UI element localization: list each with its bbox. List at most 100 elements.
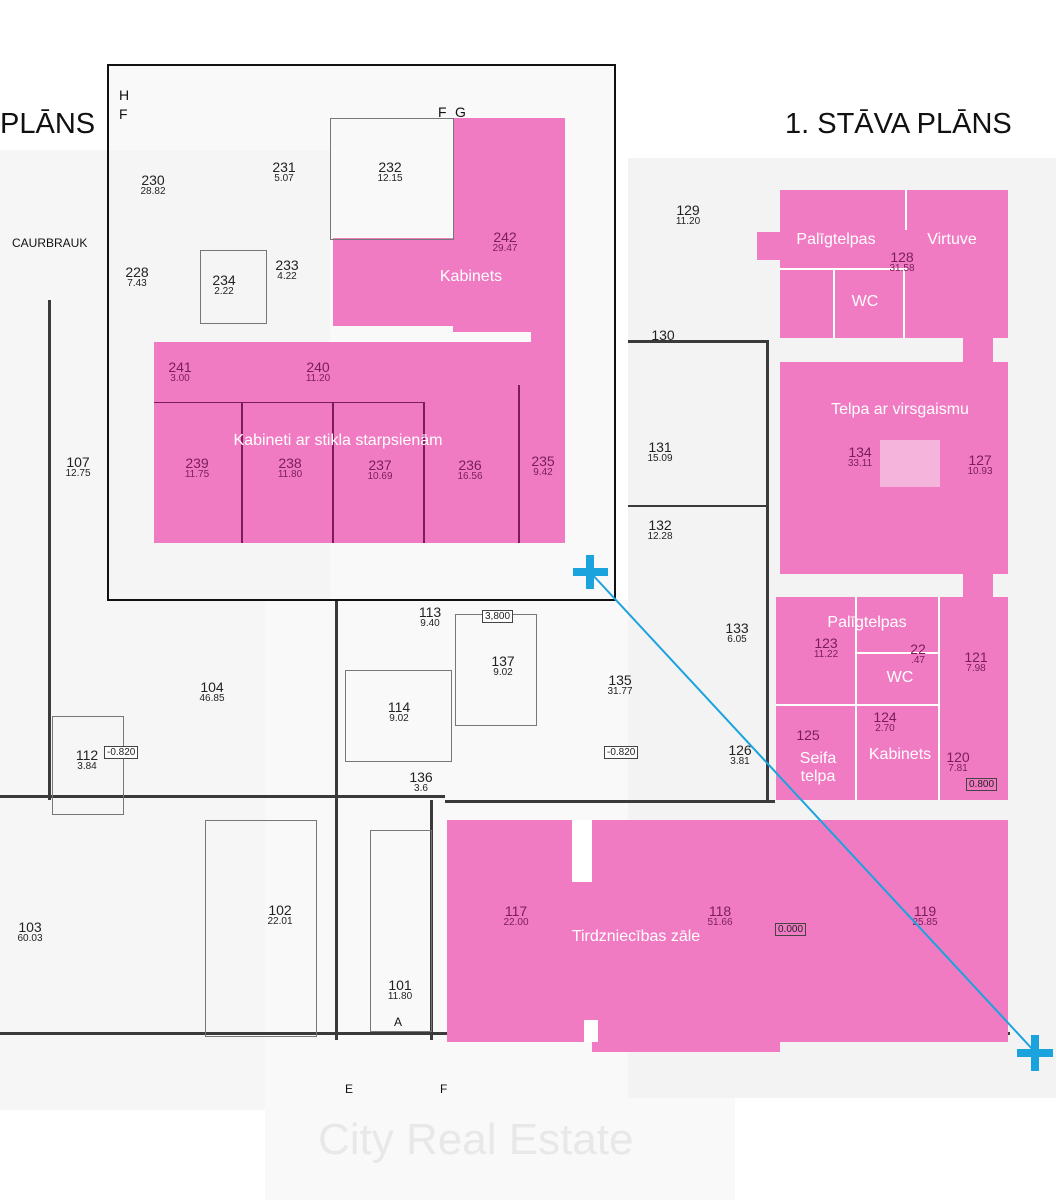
wall	[0, 795, 445, 798]
room-area: 9.02	[389, 713, 409, 724]
room-area: 11.22	[813, 649, 839, 660]
zone-label: WC	[886, 669, 914, 686]
room-area: 28.82	[140, 186, 166, 197]
partition	[332, 402, 334, 543]
stair-outline	[370, 830, 432, 1032]
room-number: 129	[676, 202, 700, 218]
room-number: 128	[890, 249, 914, 265]
wall	[628, 505, 768, 507]
room-number: 130	[651, 327, 675, 343]
room-number: 113	[418, 604, 442, 620]
room-number: 236	[458, 457, 482, 473]
partition	[776, 704, 938, 706]
room-area: 9.02	[493, 667, 513, 678]
highlight-zone-office-242-left	[333, 238, 455, 326]
room-area: 2.70	[875, 723, 895, 734]
room-area: 12.75	[65, 468, 91, 479]
axis-letter-f: F	[438, 104, 447, 120]
room-number: 241	[168, 359, 192, 375]
level-mark: -0.820	[604, 746, 639, 759]
room-number: 124	[873, 709, 897, 725]
watermark: City Real Estate	[318, 1115, 634, 1164]
room-outline	[205, 820, 317, 1037]
axis-letter-a: A	[394, 1015, 403, 1029]
room-outline	[200, 250, 267, 324]
column-notch	[584, 1020, 598, 1042]
room-area: 5.07	[274, 173, 294, 184]
room-number: 126	[728, 742, 752, 758]
level-mark: 3,800	[482, 610, 514, 623]
room-area: 29.47	[492, 243, 518, 254]
room-area: 10.69	[367, 471, 393, 482]
room-area: 7.81	[948, 763, 968, 774]
highlight-connector	[963, 338, 993, 364]
room-number: 238	[278, 455, 302, 471]
room-area: 3.6	[414, 783, 428, 794]
room-area: .47	[911, 655, 925, 666]
partition	[241, 402, 243, 543]
room-label: 130	[651, 328, 674, 342]
room-number: 102	[268, 902, 292, 918]
room-area: 31.58	[889, 263, 915, 274]
partition	[154, 402, 424, 403]
room-area: 9.42	[533, 467, 553, 478]
room-number: 232	[378, 159, 402, 175]
room-area: 3.84	[77, 761, 97, 772]
room-number: 104	[200, 679, 224, 695]
partition	[855, 597, 857, 800]
room-area: 51.66	[707, 917, 733, 928]
axis-letter-g: G	[455, 104, 466, 120]
link-line	[589, 571, 1036, 1053]
axis-letter-f-bottom: F	[440, 1082, 448, 1096]
wall	[766, 340, 769, 800]
zone-label: Virtuve	[927, 231, 977, 248]
room-number: 235	[531, 453, 555, 469]
room-area: 3.81	[730, 756, 750, 767]
room-number: 118	[708, 903, 732, 919]
zone-label: Palīgtelpas	[827, 614, 907, 631]
room-area: 22.01	[267, 916, 293, 927]
highlight-zone-stub	[757, 232, 781, 260]
room-area: 7.43	[127, 278, 147, 289]
plan-title-right: 1. STĀVA PLĀNS	[785, 108, 1012, 140]
wall	[48, 300, 51, 800]
room-number: 237	[368, 457, 392, 473]
room-area: 33.11	[847, 458, 873, 469]
room-number: 119	[913, 903, 937, 919]
highlight-zone-sales-hall	[447, 820, 1008, 1042]
room-outline	[345, 670, 452, 762]
room-area: 11.80	[277, 469, 303, 480]
room-area: 11.75	[184, 469, 210, 480]
room-number: 231	[272, 159, 296, 175]
level-mark: 0.000	[775, 923, 807, 936]
room-area: 7.98	[966, 663, 986, 674]
partition	[833, 270, 835, 338]
room-number: 114	[387, 699, 411, 715]
highlight-zone-office-242	[453, 118, 565, 332]
